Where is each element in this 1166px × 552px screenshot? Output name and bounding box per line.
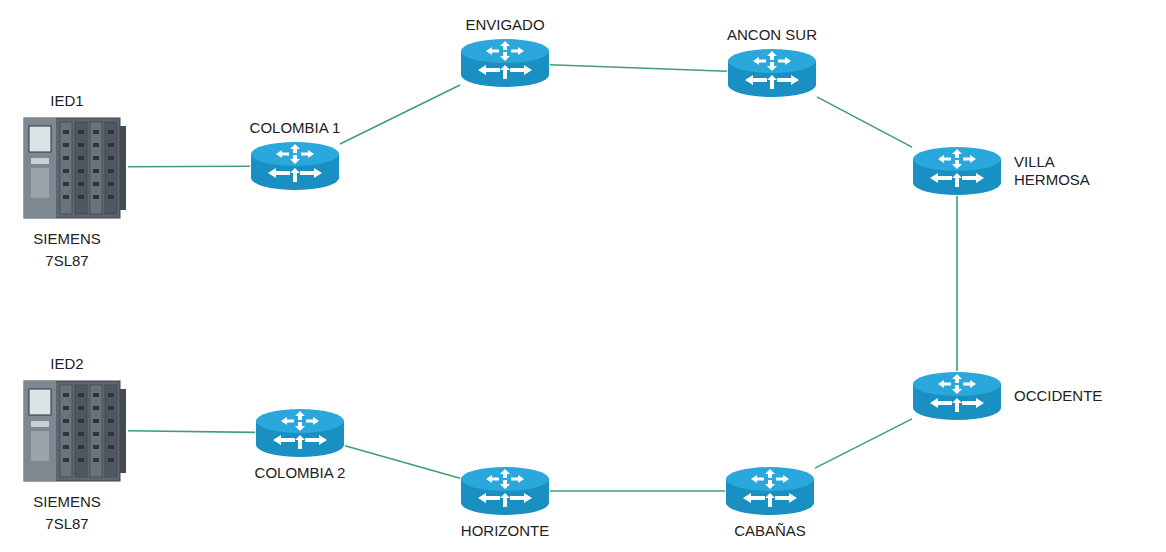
router-icon (912, 146, 1002, 196)
link-line (817, 97, 912, 147)
node-label: COLOMBIA 1 (250, 119, 341, 137)
node-label: HORIZONTE (461, 522, 549, 540)
router-node: COLOMBIA 1 (250, 141, 340, 191)
node-label: OCCIDENTE (1014, 387, 1114, 405)
node-label: COLOMBIA 2 (255, 464, 346, 482)
relay-device: IED2SIEMENS 7SL87 (22, 375, 128, 485)
node-label: SIEMENS 7SL87 (22, 228, 112, 272)
node-label: SIEMENS 7SL87 (22, 491, 112, 535)
link-line (550, 490, 725, 492)
node-label: ANCON SUR (727, 26, 817, 44)
node-label: CABAÑAS (734, 522, 806, 540)
router-icon (725, 466, 815, 516)
router-node: HORIZONTE (460, 466, 550, 516)
node-label: VILLA HERMOSA (1014, 153, 1114, 189)
link-line (345, 446, 460, 479)
router-icon (460, 38, 550, 88)
link-line (128, 165, 250, 167)
link-line (550, 65, 727, 72)
link-line (815, 419, 912, 468)
node-label: ENVIGADO (465, 16, 544, 34)
router-node: VILLA HERMOSA (912, 146, 1002, 196)
router-icon (255, 408, 345, 458)
relay-device-icon (22, 112, 128, 222)
router-node: OCCIDENTE (912, 371, 1002, 421)
router-node: ANCON SUR (727, 48, 817, 98)
node-label: IED2 (22, 355, 112, 373)
link-line (956, 196, 958, 371)
link-line (128, 431, 255, 433)
node-label: IED1 (22, 92, 112, 110)
router-icon (460, 466, 550, 516)
router-node: ENVIGADO (460, 38, 550, 88)
router-icon (727, 48, 817, 98)
relay-device: IED1SIEMENS 7SL87 (22, 112, 128, 222)
router-icon (250, 141, 340, 191)
relay-device-icon (22, 375, 128, 485)
router-node: COLOMBIA 2 (255, 408, 345, 458)
router-node: CABAÑAS (725, 466, 815, 516)
router-icon (912, 371, 1002, 421)
link-line (340, 85, 460, 144)
